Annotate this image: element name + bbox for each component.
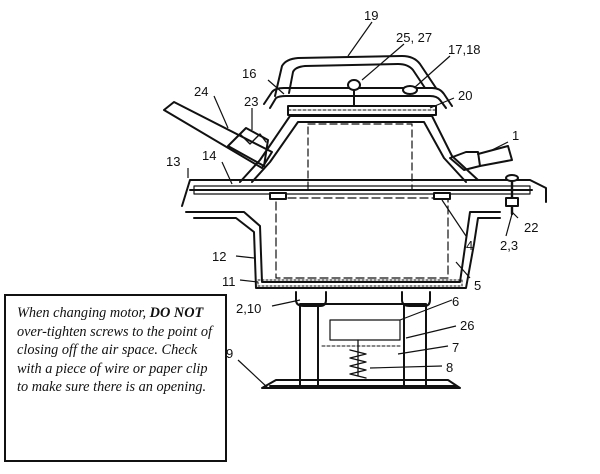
part-12-lower-housing — [185, 211, 501, 283]
callout-25-27: 25, 27 — [396, 30, 432, 45]
part-24-chute — [163, 101, 273, 169]
note-emphasis-not: NOT — [173, 305, 204, 321]
note-text-1: When changing motor, — [17, 305, 150, 321]
callout-22: 22 — [524, 220, 538, 235]
callout-1: 1 — [512, 128, 519, 143]
callout-12: 12 — [212, 249, 226, 264]
callout-17-18: 17,18 — [448, 42, 481, 57]
callout-9: 9 — [226, 346, 233, 361]
part-1-knob — [449, 151, 481, 171]
callout-13: 13 — [166, 154, 180, 169]
callout-11: 11 — [222, 274, 236, 289]
callout-6: 6 — [452, 294, 459, 309]
callout-14: 14 — [202, 148, 216, 163]
callout-20: 20 — [458, 88, 472, 103]
callout-2-3: 2,3 — [500, 238, 518, 253]
part-8-spring — [349, 349, 367, 379]
warning-note: When changing motor, DO NOT over-tighten… — [4, 294, 227, 462]
part-25-27-bolt — [347, 79, 361, 91]
note-text-2: over-tighten screws to the point of clos… — [17, 323, 212, 396]
callout-5: 5 — [474, 278, 481, 293]
callout-26: 26 — [460, 318, 474, 333]
part-17-18-nut — [402, 85, 418, 95]
callout-24: 24 — [194, 84, 208, 99]
callout-19: 19 — [364, 8, 378, 23]
callout-4: 4 — [466, 238, 473, 253]
callout-23: 23 — [244, 94, 258, 109]
callout-2-10: 2,10 — [236, 301, 261, 316]
part-9-base — [261, 379, 461, 389]
callout-7: 7 — [452, 340, 459, 355]
upper-housing — [239, 115, 479, 183]
part-13-flange — [181, 179, 547, 207]
note-emphasis-do: DO — [149, 305, 171, 321]
callout-8: 8 — [446, 360, 453, 375]
callout-16: 16 — [242, 66, 256, 81]
part-19-handle — [274, 55, 437, 97]
